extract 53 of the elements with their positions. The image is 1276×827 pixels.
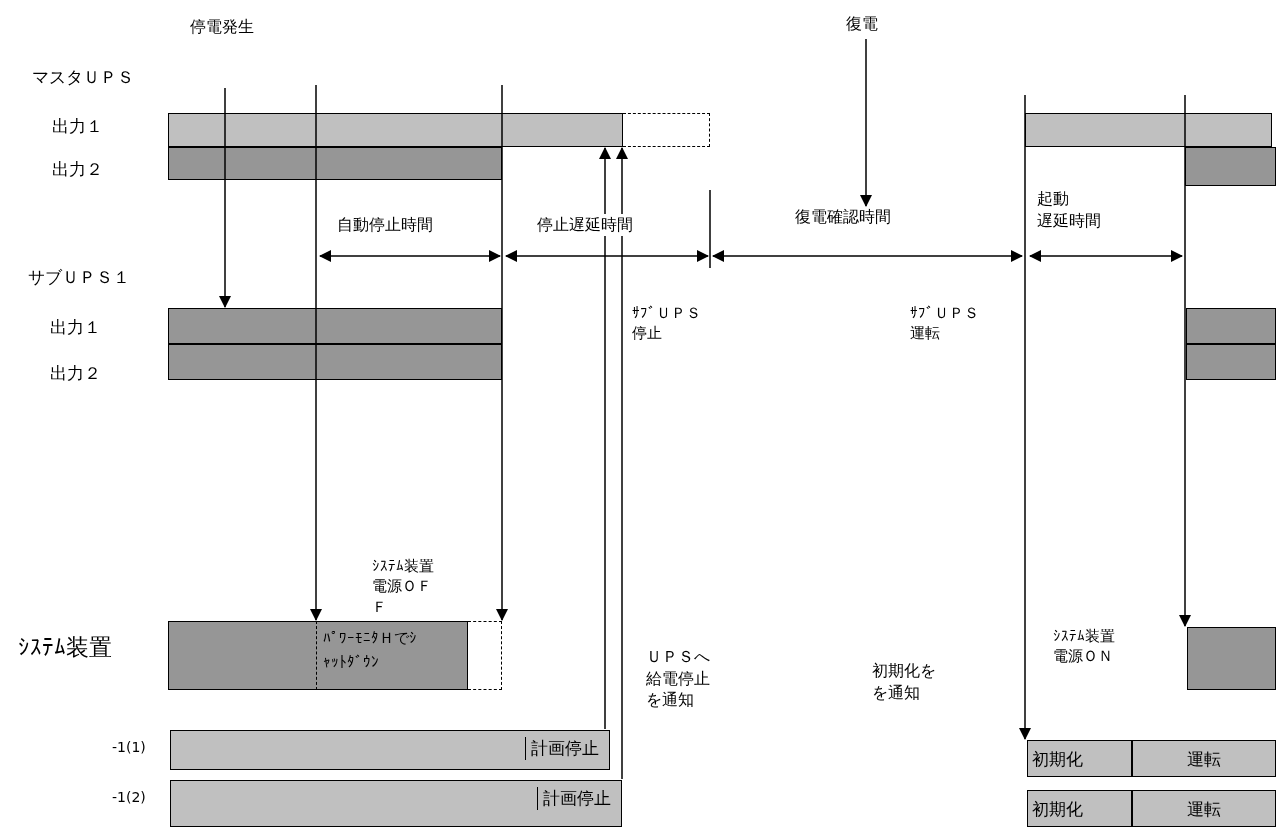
note-label: ｼｽﾃﾑ装置電源ＯＮ [1053,626,1116,667]
row-label: 出力１ [50,316,101,339]
duration-label: 停止遅延時間 [535,214,635,236]
timing-bar [1186,344,1276,380]
note-label: 初期化をを通知 [872,660,937,704]
timing-bar [1185,147,1276,186]
row-label: -1(1) [112,738,146,757]
arrow [616,147,628,780]
row-label: 出力１ [52,115,103,138]
note-label: ｻﾌﾞＵＰＳ停止 [632,303,702,344]
arrow [599,147,611,730]
arrow [310,94,322,621]
timing-bar [168,113,623,147]
bar-label: 計画停止 [525,737,599,760]
arrow [219,87,231,308]
note-label: ｼｽﾃﾑ装置電源ＯＦＦ [372,556,435,617]
timing-bar [170,780,622,827]
note-label: ｻﾌﾞＵＰＳ運転 [910,303,980,344]
dashed-box [468,621,502,690]
event-label: 復電確認時間 [795,207,905,231]
row-label: サブＵＰＳ１ [28,266,130,289]
bar-label: 初期化 [1032,798,1083,821]
arrow [860,38,872,207]
arrow [1019,94,1031,740]
timing-bar [168,344,502,380]
row-label: 出力２ [52,158,103,181]
arrow [496,84,508,621]
timing-bar [1027,790,1132,827]
row-label: マスタＵＰＳ [32,66,134,89]
timing-bar [1186,308,1276,344]
timing-bar [1187,627,1276,690]
note-label: ＵＰＳへ給電停止を通知 [646,646,711,711]
timing-bar [316,621,468,690]
bar-label: ﾊﾟﾜｰﾓﾆﾀＨでｼｬｯﾄﾀﾞｳﾝ [323,628,418,673]
row-label: -1(2) [112,788,146,807]
timing-bar [1132,790,1276,827]
arrow [1179,94,1191,627]
bar-label: 運転 [1186,748,1222,771]
timing-bar [168,147,502,180]
timing-bar [170,730,610,770]
bar-label: 初期化 [1032,748,1083,771]
timing-bar [1025,113,1272,147]
timing-bar [168,621,316,690]
bar-label: 計画停止 [537,787,611,810]
row-label: ｼｽﾃﾑ装置 [18,633,112,662]
dashed-box [623,113,710,147]
timing-bar [168,308,502,344]
event-label: 停電発生 [190,16,254,38]
timing-bar [1027,740,1132,777]
timing-bar [1132,740,1276,777]
row-label: 出力２ [50,362,101,385]
bar-label: 運転 [1186,798,1222,821]
event-label: 復電 [846,14,890,38]
